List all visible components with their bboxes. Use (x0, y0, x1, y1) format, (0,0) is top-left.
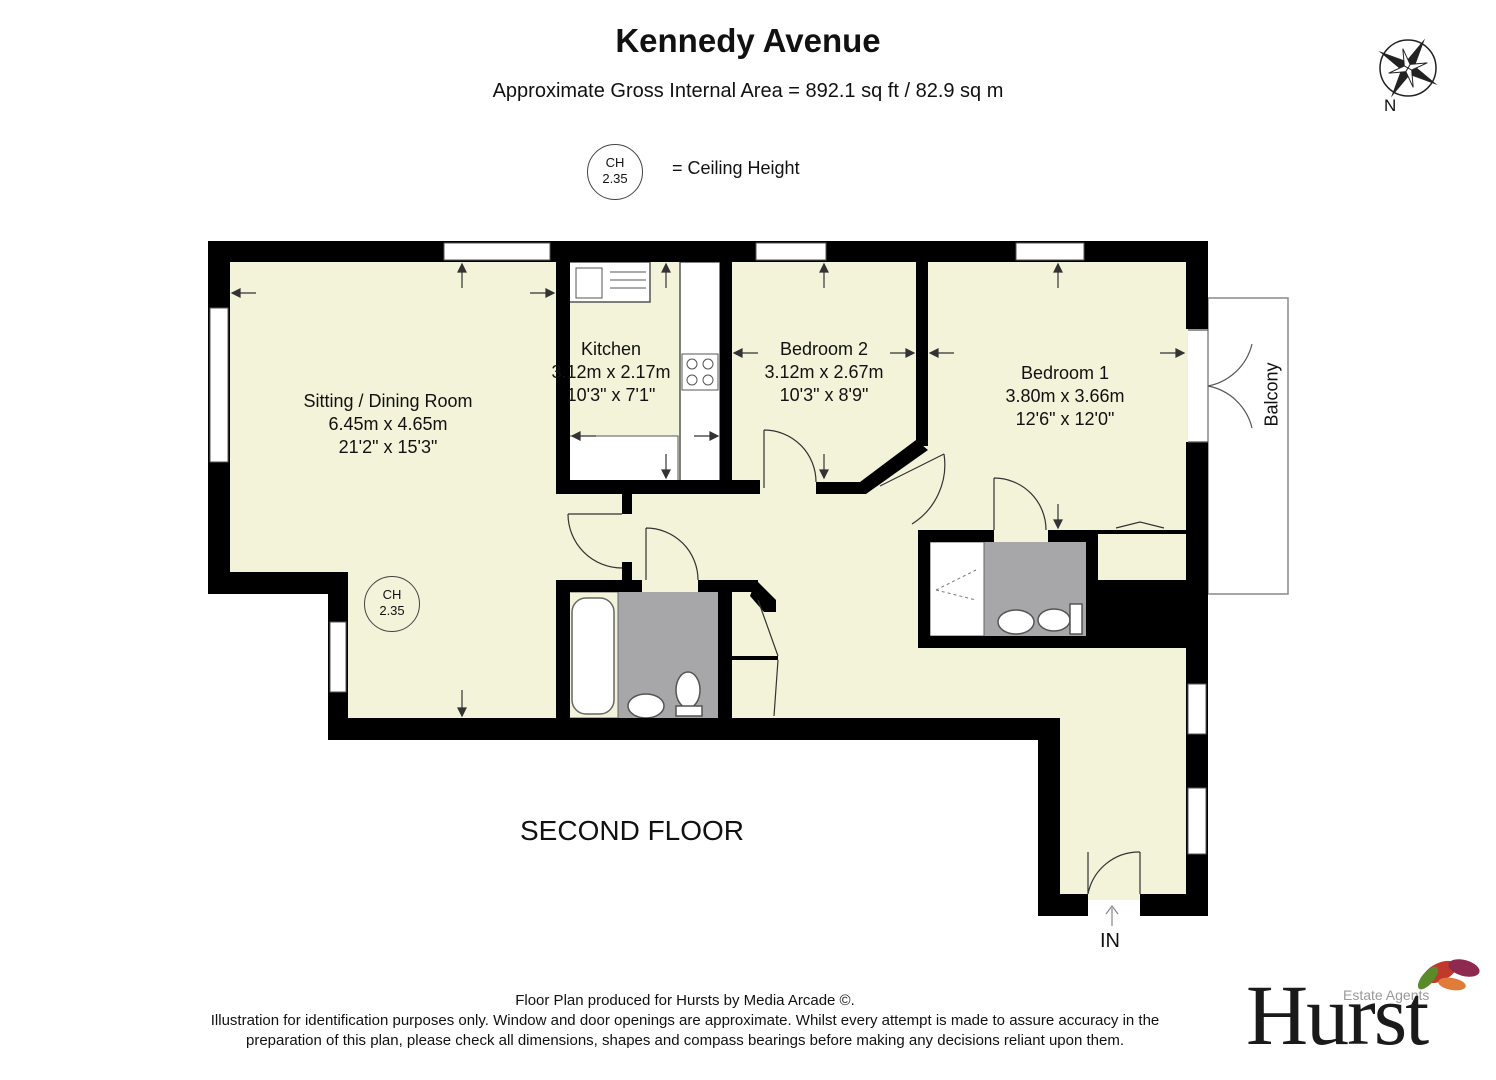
plan-title: Kennedy Avenue (615, 22, 881, 59)
room-imperial: 10'3" x 7'1" (566, 385, 656, 405)
room-sitting-dining: Sitting / Dining Room 6.45m x 4.65m 21'2… (288, 390, 488, 459)
room-name: Sitting / Dining Room (303, 391, 473, 411)
balcony-label: Balcony (1261, 362, 1282, 427)
disclaimer-line-2: Illustration for identification purposes… (210, 1012, 1160, 1029)
marker-ch-value: 2.35 (379, 603, 405, 618)
legend-label: = Ceiling Height (672, 158, 800, 178)
disclaimer-line-1: Floor Plan produced for Hursts by Media … (515, 992, 855, 1009)
gross-area: Approximate Gross Internal Area = 892.1 … (492, 80, 1004, 102)
room-metric: 6.45m x 4.65m (328, 414, 448, 434)
toilet-icon (675, 671, 701, 709)
room-metric: 3.12m x 2.67m (764, 362, 884, 382)
room-metric: 3.12m x 2.17m (551, 362, 671, 382)
disclaimer-line-3: preparation of this plan, please check a… (245, 1032, 1124, 1049)
ceiling-height-marker-icon: CH 2.35 (364, 576, 420, 632)
ceiling-height-legend-icon: CH 2.35 (587, 144, 643, 200)
room-bedroom-2: Bedroom 2 3.12m x 2.67m 10'3" x 8'9" (756, 338, 892, 407)
room-metric: 3.80m x 3.66m (1005, 386, 1125, 406)
logo-tagline: Estate Agents (1343, 987, 1430, 1003)
room-name: Kitchen (580, 339, 642, 359)
floor-label: SECOND FLOOR (520, 815, 745, 846)
balcony-door (1188, 329, 1253, 443)
sink-icon (567, 261, 651, 303)
bath-icon (571, 597, 615, 715)
hob-icon (681, 353, 719, 391)
dimension-arrows (230, 262, 1186, 718)
room-kitchen: Kitchen 3.12m x 2.17m 10'3" x 7'1" (546, 338, 676, 407)
legend-ch-abbr: CH (605, 155, 625, 170)
entrance-arrow-icon (1105, 905, 1119, 926)
basin-icon (627, 693, 665, 719)
windows (209, 242, 1207, 855)
compass-icon (1378, 38, 1438, 98)
balcony-outline (1207, 297, 1289, 595)
marker-ch-abbr: CH (382, 587, 402, 602)
room-imperial: 12'6" x 12'0" (1015, 409, 1115, 429)
door-swings (567, 429, 1165, 895)
room-name: Bedroom 1 (1020, 363, 1110, 383)
room-imperial: 21'2" x 15'3" (338, 437, 438, 457)
walls (208, 241, 1208, 916)
entrance-label: IN (1100, 930, 1120, 952)
room-bedroom-1: Bedroom 1 3.80m x 3.66m 12'6" x 12'0" (994, 362, 1136, 431)
legend-ch-value: 2.35 (602, 171, 628, 186)
room-name: Bedroom 2 (779, 339, 869, 359)
north-label: N (1384, 96, 1397, 115)
hurst-logo-leaves-icon (1417, 959, 1480, 991)
disclaimer: Floor Plan produced for Hursts by Media … (140, 991, 1230, 1051)
room-imperial: 10'3" x 8'9" (779, 385, 869, 405)
hurst-logo: Hurst (1246, 967, 1429, 1063)
